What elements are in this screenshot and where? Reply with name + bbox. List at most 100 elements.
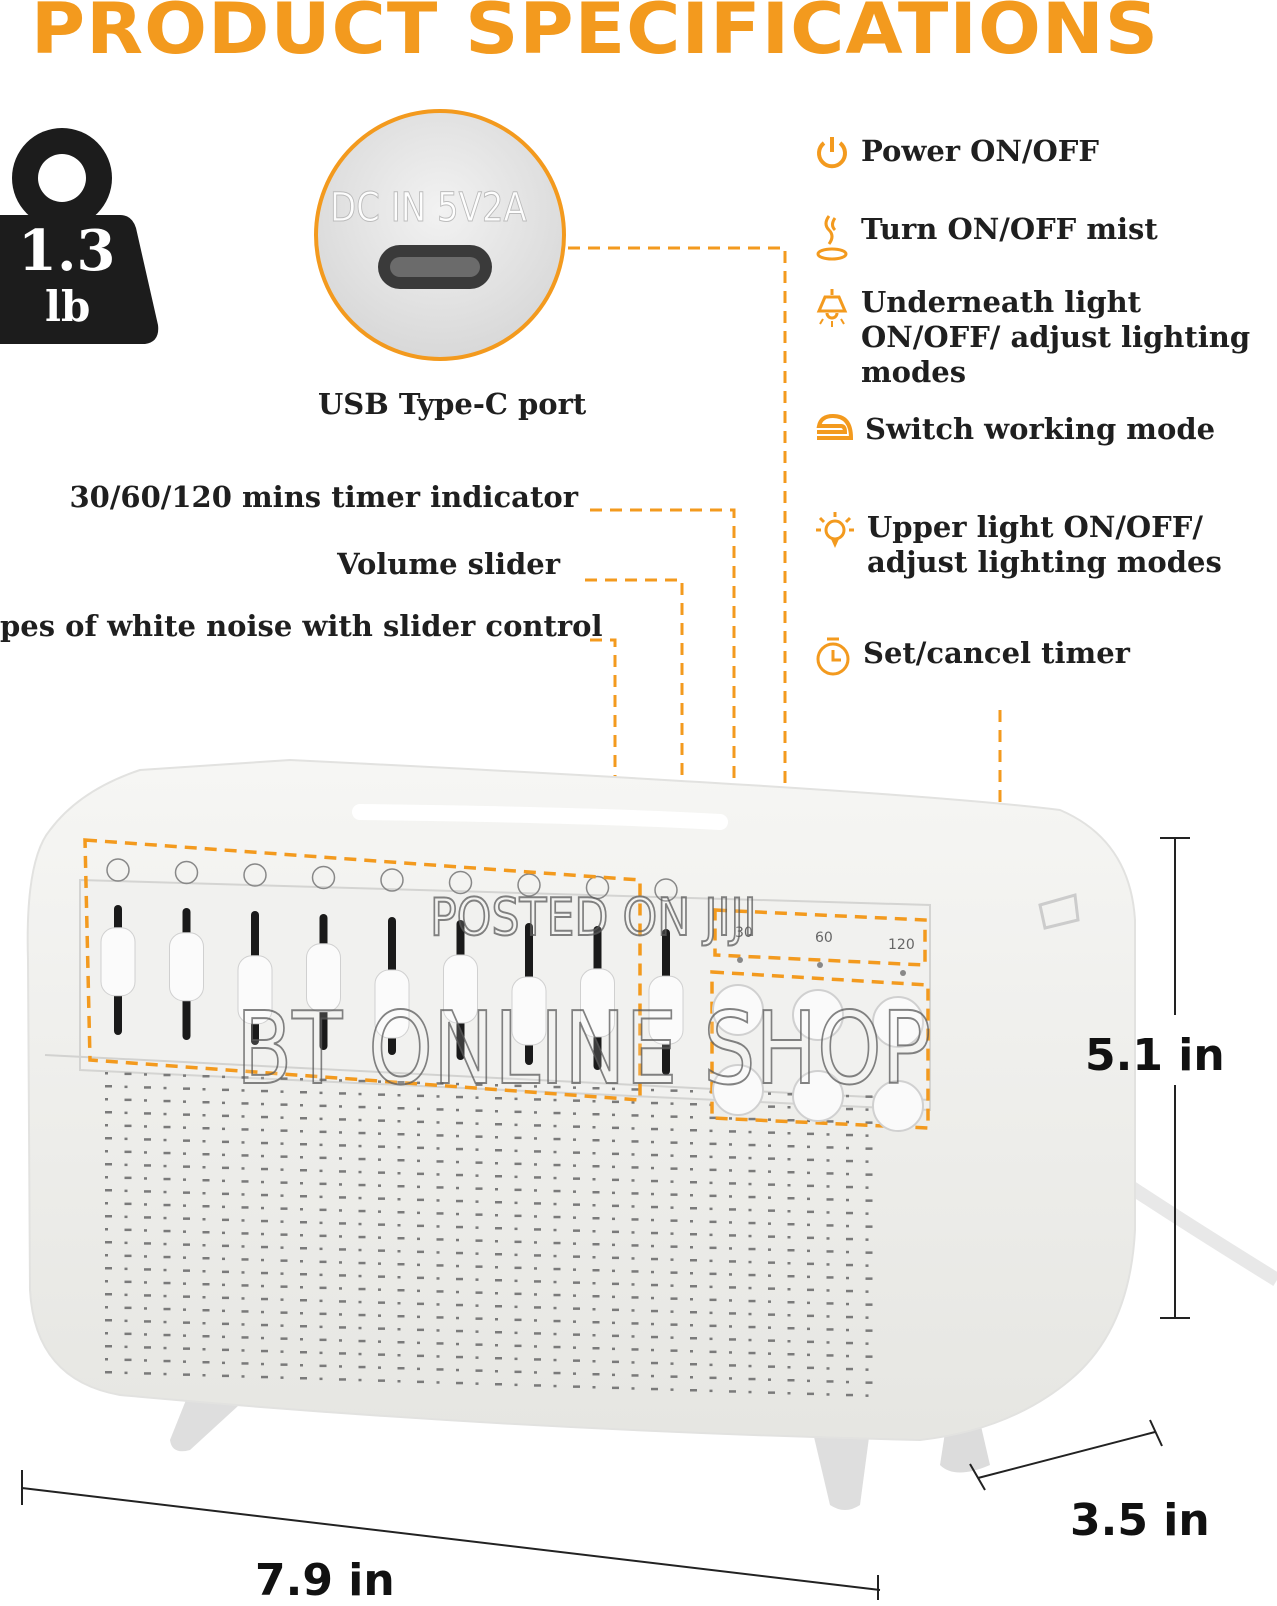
grille-hole [319, 1299, 323, 1303]
grille-hole [865, 1368, 869, 1371]
grille-hole [475, 1356, 479, 1359]
grille-hole [748, 1299, 756, 1303]
mist-icon [816, 215, 848, 261]
slider-knob[interactable] [374, 969, 410, 1039]
grille-hole [456, 1264, 459, 1268]
grille-hole [826, 1185, 830, 1188]
grille-hole [280, 1129, 288, 1132]
grille-hole [144, 1099, 147, 1102]
grille-hole [358, 1378, 362, 1382]
grille-hole [846, 1237, 853, 1241]
grille-hole [826, 1120, 834, 1123]
grille-hole [670, 1349, 678, 1352]
grille-hole [378, 1262, 381, 1265]
slider-knob[interactable] [511, 976, 547, 1046]
grille-hole [807, 1197, 810, 1201]
grille-hole [631, 1166, 639, 1169]
grille-hole [222, 1088, 229, 1092]
grille-hole [553, 1150, 557, 1154]
grille-hole [319, 1286, 327, 1290]
grille-hole [534, 1137, 537, 1140]
grille-hole [495, 1214, 498, 1217]
grille-hole [397, 1367, 405, 1370]
grille-hole [631, 1192, 639, 1195]
buttons-highlight [710, 970, 930, 1130]
grille-hole [339, 1170, 346, 1173]
grille-hole [573, 1333, 580, 1336]
grille-hole [592, 1126, 596, 1129]
grille-hole [846, 1315, 853, 1319]
grille-hole [846, 1198, 849, 1202]
slider-knob[interactable] [306, 943, 341, 1013]
grille-hole [417, 1172, 424, 1176]
grille-hole [124, 1254, 132, 1258]
grille-hole [612, 1243, 615, 1247]
grille-hole [261, 1310, 264, 1314]
slider-knob[interactable] [237, 955, 273, 1025]
slider-knob[interactable] [443, 954, 478, 1024]
grille-hole [729, 1338, 736, 1341]
grille-hole [378, 1340, 381, 1343]
grille-hole [690, 1116, 693, 1119]
grille-hole [358, 1313, 366, 1317]
slider-knob[interactable] [648, 975, 684, 1045]
slider-knob[interactable] [169, 932, 204, 1002]
grille-hole [436, 1342, 444, 1345]
grille-hole [163, 1242, 167, 1246]
grille-hole [826, 1315, 830, 1318]
grille-hole [144, 1112, 151, 1115]
grille-hole [124, 1085, 128, 1089]
depth-dimension: 3.5 in [1070, 1495, 1210, 1546]
grille-hole [612, 1373, 615, 1377]
grille-hole [592, 1373, 600, 1376]
grille-hole [573, 1346, 576, 1349]
grille-hole [573, 1385, 580, 1388]
grille-hole [358, 1326, 362, 1330]
grille-hole [807, 1366, 814, 1370]
feature-label: Switch working mode [865, 412, 1216, 446]
grille-hole [573, 1294, 576, 1297]
grille-hole [514, 1370, 522, 1374]
grille-hole [261, 1232, 264, 1236]
grille-hole [865, 1147, 873, 1150]
grille-hole [417, 1263, 420, 1267]
slider-knob[interactable] [100, 927, 136, 997]
grille-hole [807, 1340, 814, 1344]
grille-hole [709, 1337, 713, 1341]
grille-hole [514, 1149, 518, 1153]
grille-hole [241, 1115, 245, 1118]
grille-hole [319, 1078, 327, 1082]
grille-hole [768, 1170, 771, 1173]
power-icon [817, 137, 847, 169]
grille-hole [592, 1139, 600, 1142]
grille-hole [183, 1165, 190, 1168]
grille-hole [183, 1282, 186, 1285]
grille-hole [475, 1161, 483, 1164]
grille-hole [222, 1205, 225, 1209]
sound-type-icon [448, 870, 473, 895]
grille-hole [709, 1142, 717, 1146]
grille-hole [475, 1226, 479, 1229]
grille-hole [865, 1173, 873, 1176]
grille-hole [339, 1339, 342, 1342]
grille-hole [690, 1103, 697, 1106]
grille-hole [280, 1259, 288, 1262]
feature-label: Power ON/OFF [861, 134, 1099, 168]
grille-hole [807, 1288, 814, 1292]
grille-hole [534, 1124, 541, 1127]
slider-knob[interactable] [580, 968, 615, 1038]
grille-hole [573, 1268, 576, 1271]
grille-hole [144, 1216, 151, 1219]
grille-hole [358, 1222, 362, 1226]
grille-hole [690, 1181, 697, 1184]
grille-hole [397, 1250, 401, 1253]
grille-hole [787, 1301, 795, 1304]
grille-hole [280, 1311, 288, 1314]
grille-hole [202, 1127, 210, 1130]
grille-hole [144, 1359, 147, 1362]
grille-hole [573, 1151, 580, 1154]
grille-hole [748, 1169, 756, 1173]
grille-hole [202, 1283, 210, 1286]
grille-hole [787, 1314, 791, 1317]
grille-hole [495, 1279, 502, 1282]
